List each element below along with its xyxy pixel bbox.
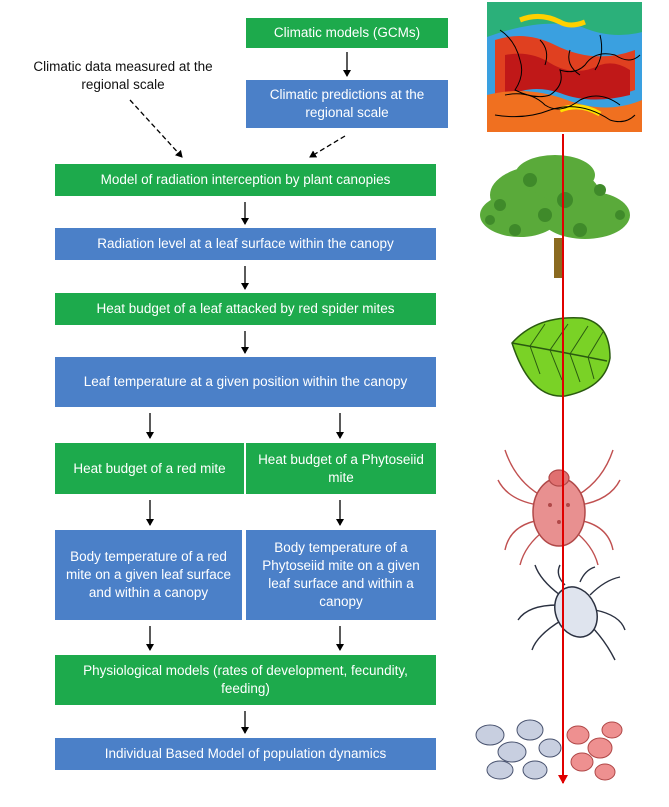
phytoseiid-heat-budget-box: Heat budget of a Phytoseiid mite: [246, 443, 436, 494]
red-mite-icon: [497, 449, 621, 566]
tree-icon: [480, 155, 630, 278]
physiological-models-box: Physiological models (rates of developme…: [55, 655, 436, 705]
regional-data-note: Climatic data measured at the regional s…: [33, 59, 213, 92]
ibm-box: Individual Based Model of population dyn…: [55, 738, 436, 770]
mite-population-icon: [475, 719, 623, 781]
climate-map-icon: [487, 2, 642, 132]
phytoseiid-body-temp-box: Body temperature of a Phytoseiid mite on…: [246, 530, 436, 620]
radiation-level-box: Radiation level at a leaf surface within…: [55, 228, 436, 260]
radiation-model-box: Model of radiation interception by plant…: [55, 164, 436, 196]
regional-prediction-box: Climatic predictions at the regional sca…: [246, 80, 448, 128]
arrow-prediction-to-radiation: [309, 135, 346, 158]
gcm-box: Climatic models (GCMs): [246, 18, 448, 48]
leaf-temperature-box: Leaf temperature at a given position wit…: [55, 357, 436, 407]
phytoseiid-mite-icon: [517, 564, 626, 661]
leaf-heat-budget-box: Heat budget of a leaf attacked by red sp…: [55, 293, 436, 325]
red-mite-heat-budget-box: Heat budget of a red mite: [55, 443, 244, 494]
leaf-icon: [511, 316, 611, 397]
arrow-data-to-radiation: [129, 99, 183, 158]
red-mite-body-temp-box: Body temperature of a red mite on a give…: [55, 530, 242, 620]
